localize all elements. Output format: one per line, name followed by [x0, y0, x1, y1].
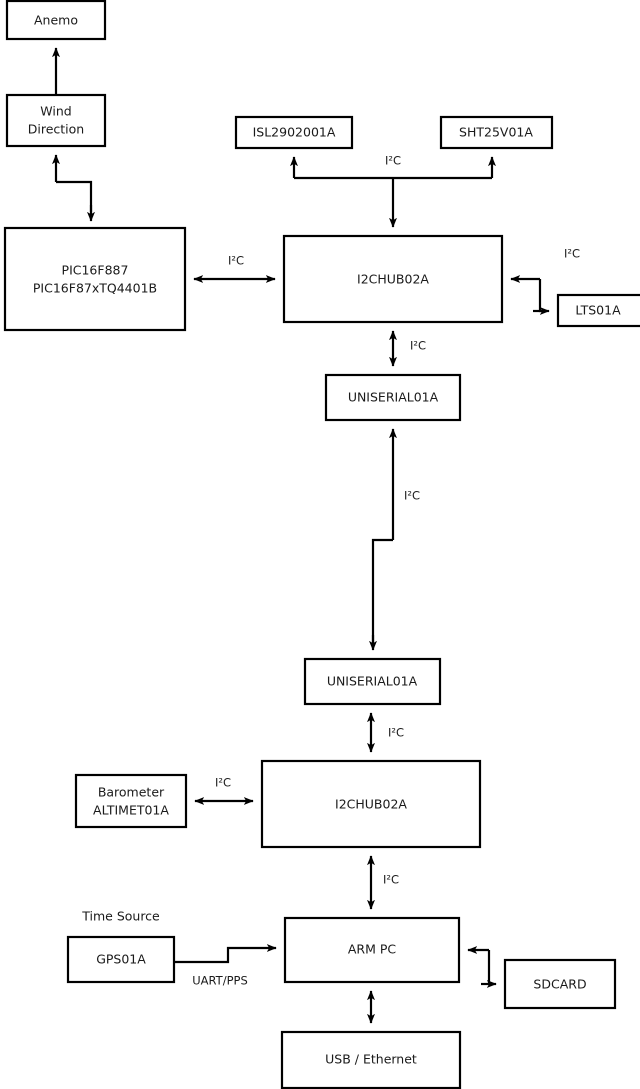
- edge-label-pic-hub-i2c: I²C: [228, 254, 244, 268]
- node-uniserial01a-bottom-label: UNISERIAL01A: [327, 674, 418, 689]
- node-wind-direction-label-2: Direction: [28, 122, 84, 137]
- node-anemo-label: Anemo: [34, 13, 78, 28]
- nodes-layer: Anemo Wind Direction PIC16F887 PIC16F87x…: [3, 0, 640, 1089]
- node-lts01a[interactable]: LTS01A: [556, 293, 640, 328]
- edge-label-isl-sht-i2c: I²C: [385, 154, 401, 168]
- node-i2chub02a-bottom[interactable]: I2CHUB02A: [260, 759, 482, 849]
- node-sht25v01a-label: SHT25V01A: [459, 125, 533, 140]
- edge-label-uni-uni-i2c: I²C: [404, 489, 420, 503]
- edge-armpc-sdcard-elbow: [487, 950, 491, 986]
- time-source-label: Time Source: [81, 909, 160, 924]
- node-usb-ethernet-label: USB / Ethernet: [325, 1052, 417, 1067]
- node-wind-direction-label-1: Wind: [40, 104, 71, 119]
- labels-layer: I²C I²C I²C I²C I²C I²C I²C I²C UART/PPS…: [81, 154, 580, 988]
- node-sht25v01a[interactable]: SHT25V01A: [439, 115, 554, 150]
- node-i2chub02a-top[interactable]: I2CHUB02A: [282, 234, 504, 324]
- edge-uniserial-link-elbow: [371, 538, 393, 642]
- edge-label-gps-armpc-uart: UART/PPS: [192, 974, 248, 988]
- node-uniserial01a-top[interactable]: UNISERIAL01A: [324, 373, 462, 422]
- edge-wind-pic-elbow: [56, 180, 93, 212]
- node-arm-pc-label: ARM PC: [348, 942, 397, 957]
- node-isl2902001a-label: ISL2902001A: [253, 125, 336, 140]
- edge-label-hub-uni-i2c: I²C: [410, 339, 426, 353]
- node-lts01a-label: LTS01A: [575, 303, 621, 318]
- node-uniserial01a-top-label: UNISERIAL01A: [348, 390, 439, 405]
- node-pic-label-1: PIC16F887: [62, 263, 129, 278]
- node-isl2902001a[interactable]: ISL2902001A: [234, 115, 354, 150]
- node-gps01a[interactable]: GPS01A: [66, 935, 176, 984]
- edge-hub-lts-elbow: [538, 279, 542, 313]
- edge-label-uni-hub2-i2c: I²C: [388, 726, 404, 740]
- node-gps01a-label: GPS01A: [96, 952, 146, 967]
- node-uniserial01a-bottom[interactable]: UNISERIAL01A: [303, 657, 442, 706]
- node-arm-pc[interactable]: ARM PC: [283, 916, 461, 984]
- edge-gps-armpc: [174, 944, 277, 964]
- node-barometer[interactable]: Barometer ALTIMET01A: [74, 773, 188, 829]
- node-wind-direction[interactable]: Wind Direction: [5, 93, 107, 148]
- edges-layer: [52, 47, 550, 1024]
- node-barometer-label-1: Barometer: [98, 785, 165, 800]
- node-anemo[interactable]: Anemo: [5, 0, 107, 41]
- node-pic[interactable]: PIC16F887 PIC16F87xTQ4401B: [3, 226, 187, 332]
- node-usb-ethernet[interactable]: USB / Ethernet: [280, 1030, 462, 1089]
- edge-label-hub-lts-i2c: I²C: [564, 247, 580, 261]
- node-barometer-label-2: ALTIMET01A: [93, 803, 169, 818]
- node-i2chub02a-bottom-label: I2CHUB02A: [335, 797, 407, 812]
- edge-label-barometer-i2c: I²C: [215, 776, 231, 790]
- node-i2chub02a-top-label: I2CHUB02A: [357, 272, 429, 287]
- edge-label-hub2-armpc-i2c: I²C: [383, 873, 399, 887]
- node-sdcard-label: SDCARD: [533, 977, 586, 992]
- node-pic-label-2: PIC16F87xTQ4401B: [33, 281, 157, 296]
- node-sdcard[interactable]: SDCARD: [503, 958, 617, 1010]
